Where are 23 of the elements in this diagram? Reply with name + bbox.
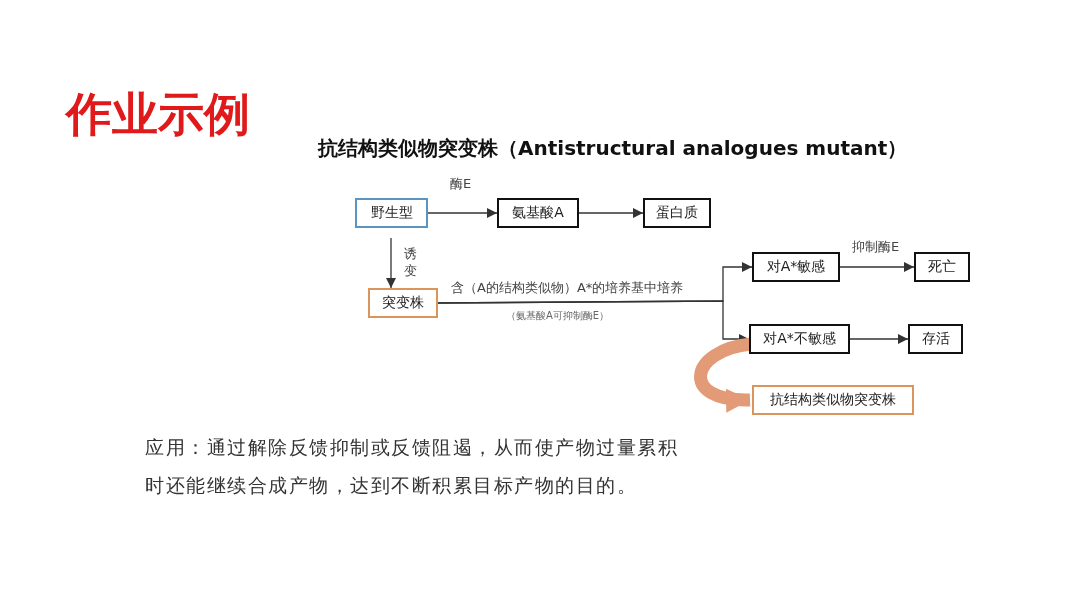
edge-label: 含（A的结构类似物）A*的培养基中培养 [451, 279, 684, 297]
process-box: 蛋白质 [643, 198, 711, 228]
arrow [839, 262, 915, 272]
process-box: 死亡 [914, 252, 970, 282]
process-box: 野生型 [355, 198, 428, 228]
process-box: 对A*敏感 [752, 252, 840, 282]
edge-label: 酶E [450, 175, 472, 193]
paragraph: 应用：通过解除反馈抑制或反馈阻遏，从而使产物过量累积时还能继续合成产物，达到不断积累目标产物的目的。 [145, 435, 679, 498]
arrow [578, 208, 644, 218]
process-box: 氨基酸A [497, 198, 579, 228]
subtitle: 抗结构类似物突变株（Antistructural analogues mutant） [318, 135, 908, 162]
arrow [427, 208, 498, 218]
process-box: 突变株 [368, 288, 438, 318]
arrow [849, 334, 909, 344]
process-box: 存活 [908, 324, 963, 354]
process-box: 抗结构类似物突变株 [752, 385, 914, 415]
title: 作业示例 [66, 86, 250, 143]
arrow [386, 237, 396, 289]
curved-arrow [694, 337, 753, 412]
edge-label: 抑制酶E [852, 238, 900, 256]
note-text: （氨基酸A可抑制酶E） [506, 309, 610, 323]
process-box: 对A*不敏感 [749, 324, 850, 354]
edge-label: 诱变 [404, 246, 417, 280]
